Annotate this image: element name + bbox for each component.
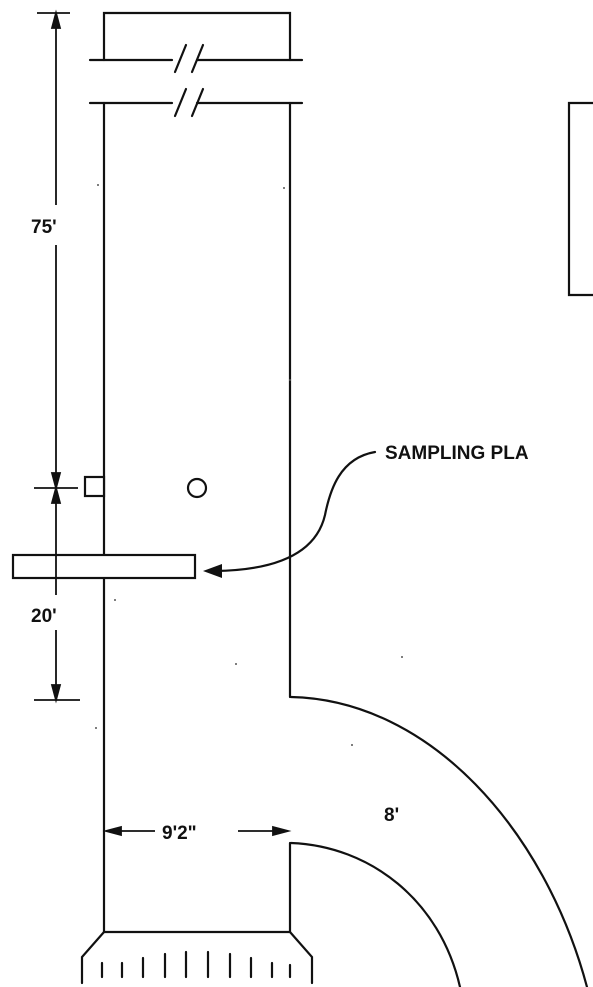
stack-body (102, 101, 292, 934)
breeching-duct (289, 695, 589, 987)
stack-top-cap (102, 11, 292, 62)
port-opening (186, 477, 208, 499)
height-dimension-line (34, 9, 80, 704)
stack-base (80, 930, 314, 985)
sampling-platform (11, 553, 197, 580)
height-label-75: 75' (31, 217, 57, 238)
width-dimension-line (102, 825, 292, 837)
sampling-leader-arrow (203, 450, 377, 578)
breeching-label: 8' (384, 805, 399, 826)
sampling-plane-label: SAMPLING PLA (385, 443, 529, 464)
height-label-20: 20' (31, 606, 57, 627)
width-label: 9'2" (162, 823, 197, 844)
adjacent-structure (567, 101, 593, 297)
sampling-port (83, 475, 106, 498)
scan-specks (95, 184, 403, 746)
stack-break-band (88, 58, 304, 105)
break-marks (173, 43, 205, 118)
